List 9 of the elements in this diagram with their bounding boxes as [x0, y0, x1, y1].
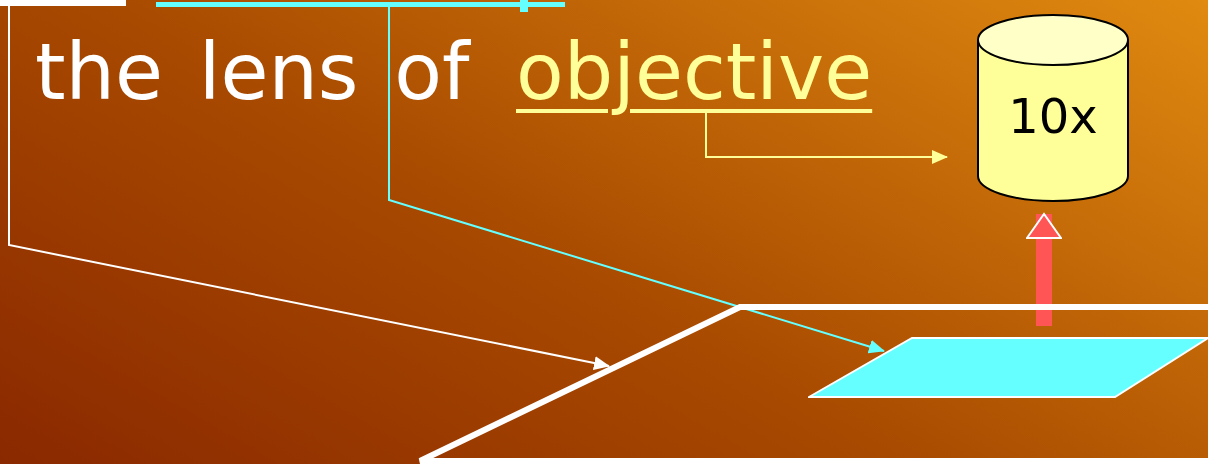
lens-cylinder	[977, 14, 1129, 202]
heading-text: the lens of	[35, 33, 470, 111]
block-arrow	[1026, 213, 1062, 326]
slide-outline	[416, 304, 1208, 464]
arrow	[705, 111, 948, 164]
arrow	[8, 3, 610, 370]
specimen-shape	[808, 337, 1208, 399]
arrow	[388, 5, 885, 354]
magnification-text: 10x	[1008, 92, 1098, 140]
